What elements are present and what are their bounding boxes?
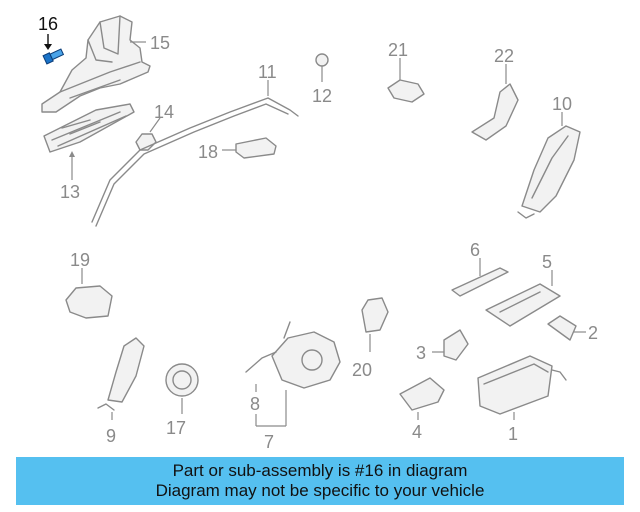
callout-7: 7 xyxy=(264,432,274,452)
callout-8: 8 xyxy=(250,394,260,414)
callout-22: 22 xyxy=(494,46,514,66)
callout-21: 21 xyxy=(388,40,408,60)
part-6-strip[interactable]: 6 xyxy=(451,240,509,297)
callout-5: 5 xyxy=(542,252,552,272)
callout-17: 17 xyxy=(166,418,186,438)
part-15-bracket[interactable]: 15 xyxy=(41,15,170,113)
callout-11: 11 xyxy=(258,62,277,82)
part-10-side-airbag[interactable]: 10 xyxy=(517,94,581,219)
part-18-module[interactable]: 18 xyxy=(198,137,277,162)
callout-14: 14 xyxy=(154,102,174,122)
part-7-steering-airbag[interactable]: 8 7 xyxy=(245,321,341,452)
callout-1: 1 xyxy=(508,424,518,444)
part-13-rail[interactable]: 13 xyxy=(43,103,135,202)
part-5-panel[interactable]: 5 xyxy=(485,252,561,327)
callout-19: 19 xyxy=(70,250,90,270)
arrow-16 xyxy=(44,44,52,50)
part-12-stud[interactable]: 12 xyxy=(312,53,332,106)
part-19-buckle[interactable]: 19 xyxy=(65,250,113,319)
callout-20: 20 xyxy=(352,360,372,380)
info-banner: Part or sub-assembly is #16 in diagram D… xyxy=(16,457,624,505)
part-16-bolt[interactable]: 16 xyxy=(38,14,65,65)
part-2-bracket[interactable]: 2 xyxy=(547,315,598,343)
banner-line-1: Part or sub-assembly is #16 in diagram xyxy=(172,461,468,480)
callout-13: 13 xyxy=(60,182,80,202)
arrow-13 xyxy=(69,151,75,157)
callout-6: 6 xyxy=(470,240,480,260)
part-1-airbag-module[interactable]: 1 xyxy=(477,355,567,444)
callout-18: 18 xyxy=(198,142,218,162)
callout-2: 2 xyxy=(588,323,598,343)
part-22-bracket[interactable]: 22 xyxy=(471,46,519,141)
part-11-curtain-airbag[interactable]: 11 xyxy=(91,62,299,227)
part-20-connector[interactable]: 20 xyxy=(352,297,389,380)
callout-9: 9 xyxy=(106,426,116,446)
callout-12: 12 xyxy=(312,86,332,106)
part-9-knee-airbag[interactable]: 9 xyxy=(97,337,145,446)
part-21-sensor[interactable]: 21 xyxy=(387,40,425,103)
part-4-bracket[interactable]: 4 xyxy=(399,377,445,442)
banner-line-2: Diagram may not be specific to your vehi… xyxy=(155,481,485,500)
callout-15: 15 xyxy=(150,33,170,53)
callout-16: 16 xyxy=(38,14,58,34)
bolt-shape xyxy=(42,48,65,65)
part-3-bracket[interactable]: 3 xyxy=(416,329,469,363)
part-17-clockspring[interactable]: 17 xyxy=(165,363,199,438)
callout-4: 4 xyxy=(412,422,422,442)
callout-3: 3 xyxy=(416,343,426,363)
leader-14 xyxy=(149,117,161,133)
callout-10: 10 xyxy=(552,94,572,114)
